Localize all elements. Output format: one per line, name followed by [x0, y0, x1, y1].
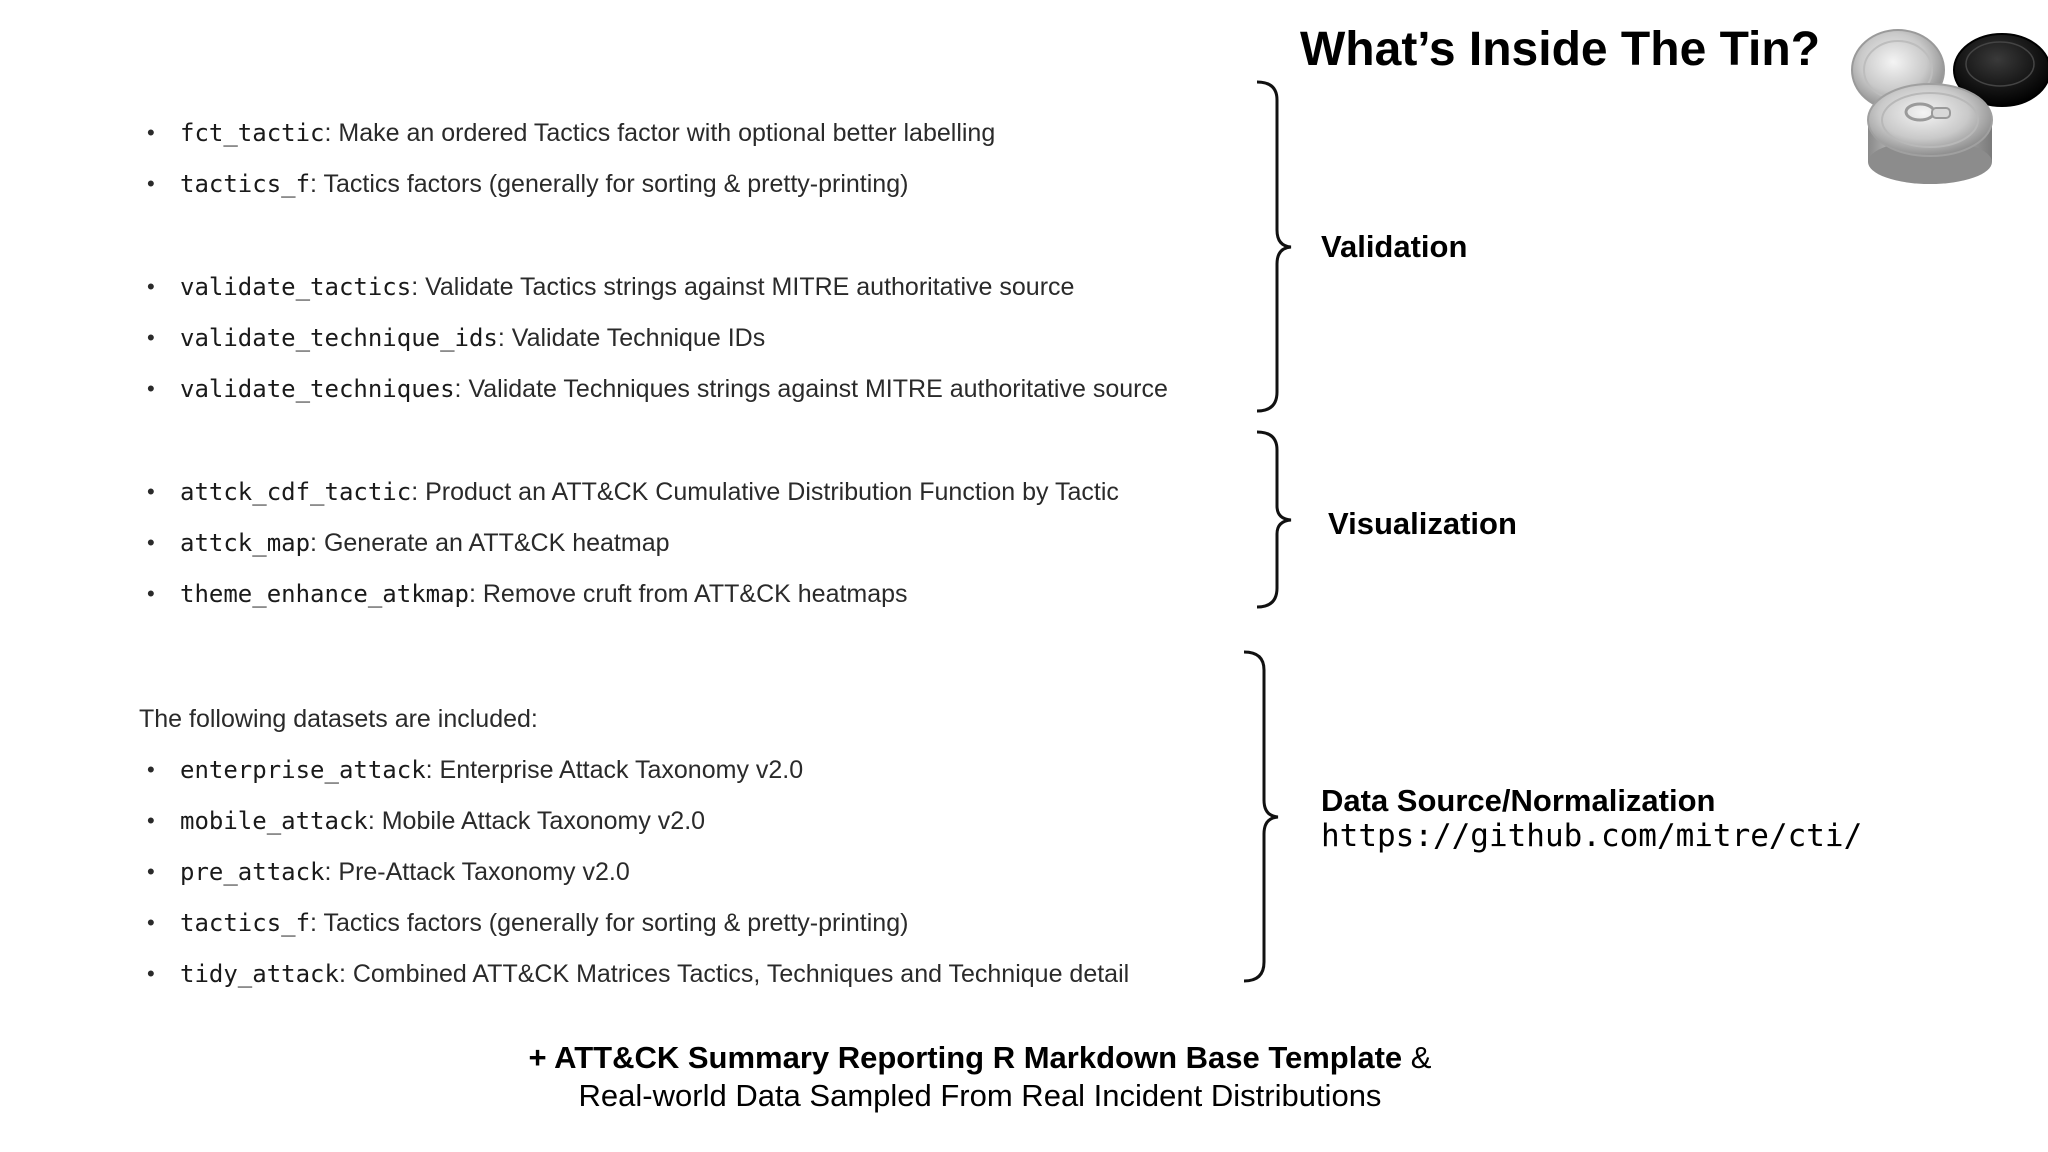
list-item: •validate_techniques: Validate Technique…	[147, 375, 1168, 403]
datasets-intro: The following datasets are included:	[139, 705, 538, 733]
visualization-label: Visualization	[1328, 506, 1517, 541]
list-item: •attck_map: Generate an ATT&CK heatmap	[147, 529, 670, 557]
list-item: •tactics_f: Tactics factors (generally f…	[147, 909, 909, 937]
visualization-brace	[1256, 430, 1292, 609]
list-item: •validate_tactics: Validate Tactics stri…	[147, 273, 1075, 301]
footer-line-2: Real-world Data Sampled From Real Incide…	[578, 1078, 1382, 1113]
data-source-label: Data Source/Normalization	[1321, 783, 1716, 818]
list-item: •attck_cdf_tactic: Product an ATT&CK Cum…	[147, 478, 1119, 506]
list-item: •tactics_f: Tactics factors (generally f…	[147, 170, 909, 198]
list-item: •tidy_attack: Combined ATT&CK Matrices T…	[147, 960, 1130, 988]
slide-title: What’s Inside The Tin?	[1300, 23, 1821, 76]
list-item: •enterprise_attack: Enterprise Attack Ta…	[147, 756, 804, 784]
validation-label: Validation	[1321, 229, 1468, 264]
footer-template-text: + ATT&CK Summary Reporting R Markdown Ba…	[528, 1040, 1403, 1075]
footer-line-1: + ATT&CK Summary Reporting R Markdown Ba…	[0, 1040, 1960, 1076]
list-item: •fct_tactic: Make an ordered Tactics fac…	[147, 119, 996, 147]
list-item: •pre_attack: Pre-Attack Taxonomy v2.0	[147, 858, 630, 886]
validation-brace	[1256, 80, 1292, 413]
list-item: •theme_enhance_atkmap: Remove cruft from…	[147, 580, 908, 608]
tin-cans-image	[1851, 29, 2048, 184]
list-item: •validate_technique_ids: Validate Techni…	[147, 324, 766, 352]
data-source-brace	[1243, 650, 1279, 983]
list-item: •mobile_attack: Mobile Attack Taxonomy v…	[147, 807, 706, 835]
data-source-url: https://github.com/mitre/cti/	[1321, 818, 1863, 854]
footer-ampersand: &	[1402, 1040, 1432, 1075]
